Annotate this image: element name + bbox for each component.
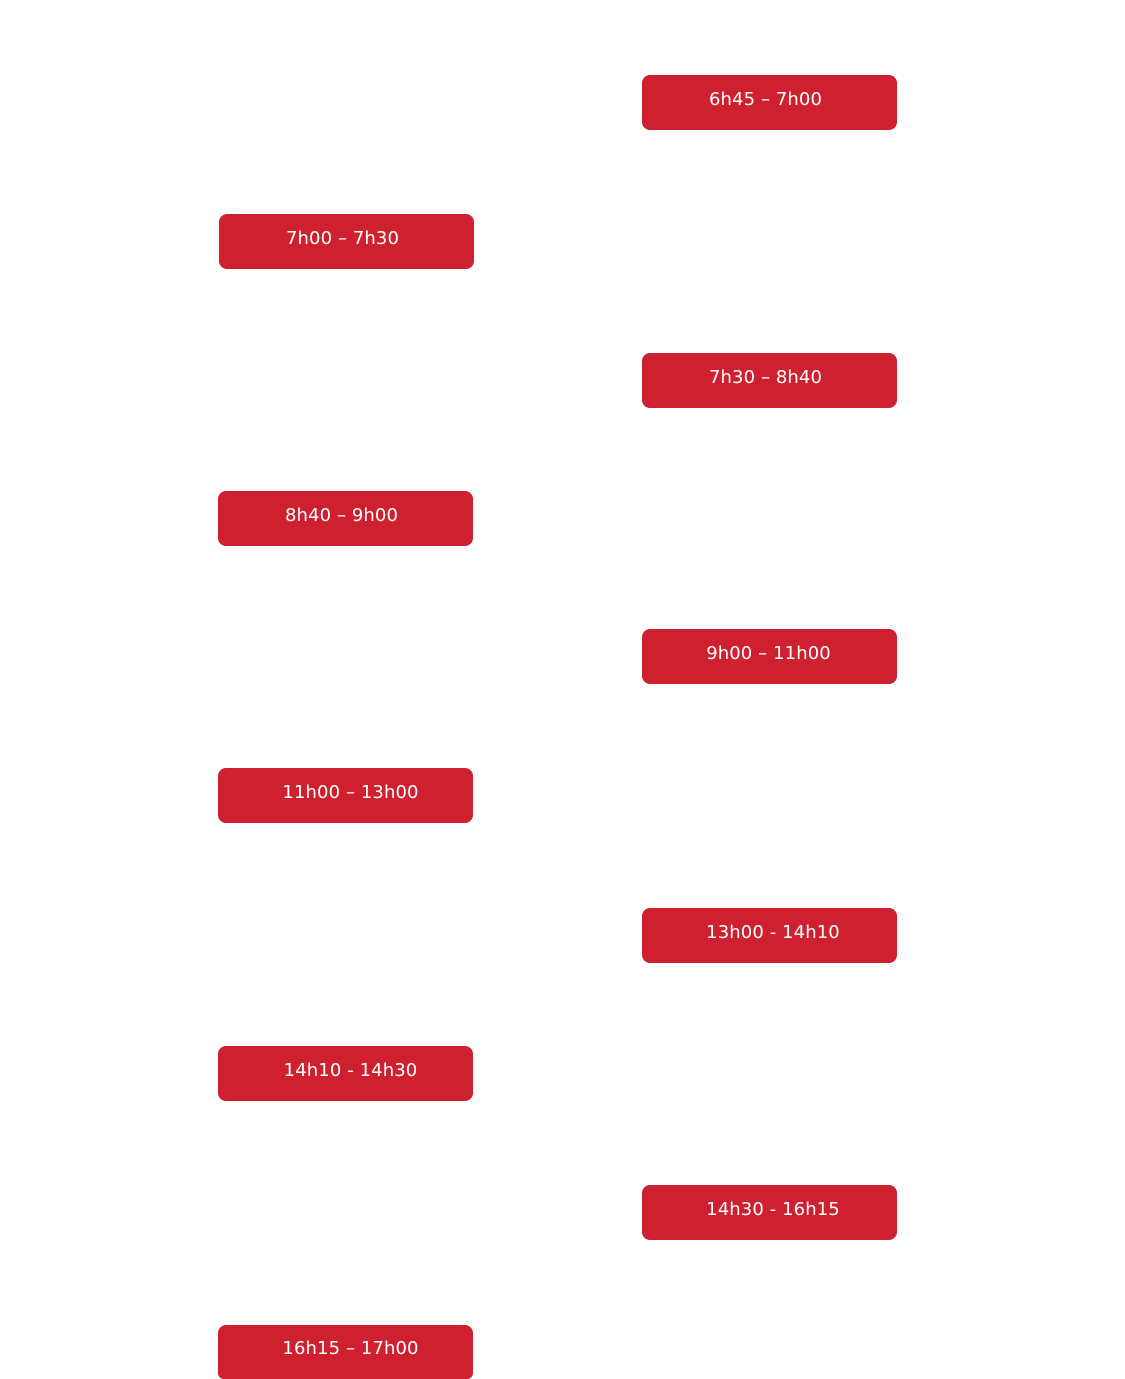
time-slot-label: 11h00 – 13h00 [282,781,419,803]
time-slot-label: 6h45 – 7h00 [708,88,823,110]
time-slot-button[interactable]: 9h00 – 11h00 [642,629,897,684]
time-slot-button[interactable]: 8h40 – 9h00 [218,491,473,546]
time-slot-button[interactable]: 16h15 – 17h00 [218,1325,473,1379]
time-slot-label: 7h00 – 7h30 [285,227,400,249]
time-slot-label: 7h30 – 8h40 [708,366,823,388]
time-slot-label: 16h15 – 17h00 [282,1338,419,1359]
time-slot-label: 14h10 - 14h30 [283,1059,418,1081]
time-slot-button[interactable]: 13h00 - 14h10 [642,908,897,963]
time-slot-button[interactable]: 14h30 - 16h15 [642,1185,897,1240]
time-slot-label: 9h00 – 11h00 [706,642,831,664]
time-slot-label: 14h30 - 16h15 [706,1198,840,1220]
time-slot-button[interactable]: 6h45 – 7h00 [642,75,897,130]
time-slot-label: 8h40 – 9h00 [284,504,399,526]
time-slot-button[interactable]: 7h30 – 8h40 [642,353,897,408]
time-slot-button[interactable]: 7h00 – 7h30 [219,214,474,269]
time-slot-button[interactable]: 11h00 – 13h00 [218,768,473,823]
time-slot-label: 13h00 - 14h10 [706,921,840,943]
time-slot-button[interactable]: 14h10 - 14h30 [218,1046,473,1101]
